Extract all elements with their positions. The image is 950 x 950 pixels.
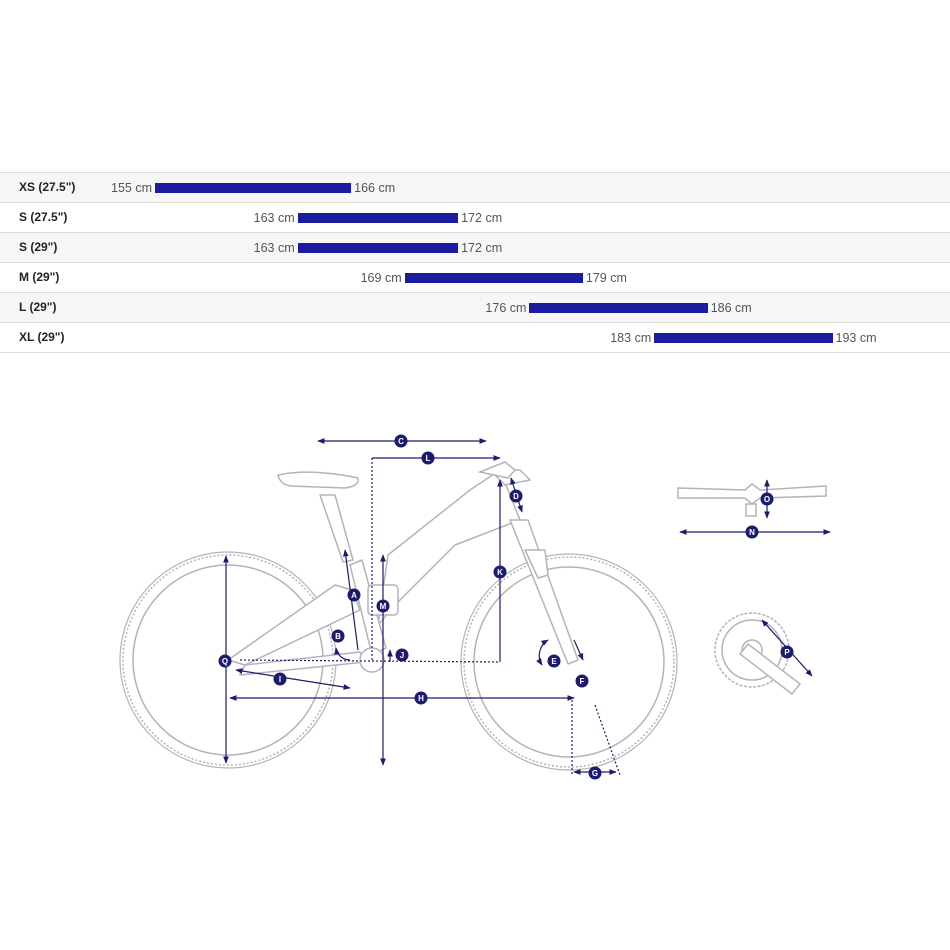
rider-height-min: 176 cm xyxy=(485,301,527,315)
marker-e: E xyxy=(547,654,561,668)
bike-frame xyxy=(227,469,579,676)
marker-label: F xyxy=(580,677,585,686)
marker-label: C xyxy=(398,437,404,446)
marker-label: E xyxy=(551,657,557,666)
rider-height-max: 179 cm xyxy=(585,271,627,285)
handlebar-detail xyxy=(677,479,831,535)
marker-label: A xyxy=(351,591,357,600)
size-row: L (29") 176 cm 186 cm xyxy=(0,292,950,322)
size-label: S (29") xyxy=(19,240,58,254)
marker-label: K xyxy=(497,568,503,577)
rider-height-max: 166 cm xyxy=(354,181,396,195)
marker-l: L xyxy=(421,451,435,465)
marker-label: J xyxy=(400,651,404,660)
rider-height-max: 193 cm xyxy=(835,331,877,345)
size-row: S (29") 163 cm 172 cm xyxy=(0,232,950,262)
geometry-measurements xyxy=(223,438,621,776)
marker-a: A xyxy=(347,588,361,602)
marker-o: O xyxy=(760,492,774,506)
size-row: M (29") 169 cm 179 cm xyxy=(0,262,950,292)
marker-p: P xyxy=(780,645,794,659)
rider-height-max: 186 cm xyxy=(710,301,752,315)
size-row: XS (27.5") 155 cm 166 cm xyxy=(0,172,950,202)
size-label: XS (27.5") xyxy=(19,180,76,194)
marker-label: M xyxy=(380,602,387,611)
rider-height-range-bar xyxy=(297,213,459,223)
rider-height-min: 155 cm xyxy=(111,181,152,195)
rider-height-range-bar xyxy=(404,273,583,283)
rider-height-range-bar xyxy=(297,243,459,253)
marker-j: J xyxy=(395,648,409,662)
marker-label: N xyxy=(749,528,755,537)
marker-m: M xyxy=(376,599,390,613)
rider-height-range-bar xyxy=(529,303,708,313)
marker-n: N xyxy=(745,525,759,539)
marker-b: B xyxy=(331,629,345,643)
marker-i: I xyxy=(273,672,287,686)
size-label: XL (29") xyxy=(19,330,65,344)
rider-height-min: 183 cm xyxy=(610,331,652,345)
rider-height-max: 172 cm xyxy=(461,241,503,255)
marker-label: H xyxy=(418,694,424,703)
marker-h: H xyxy=(414,691,428,705)
rider-height-min: 163 cm xyxy=(253,211,295,225)
marker-q: Q xyxy=(218,654,232,668)
geometry-markers: A B C D E F G H I J K L M N O P Q xyxy=(218,434,794,780)
marker-label: Q xyxy=(222,657,228,666)
rider-height-min: 163 cm xyxy=(253,241,295,255)
rider-height-range-bar xyxy=(155,183,352,193)
marker-label: D xyxy=(513,492,519,501)
marker-label: O xyxy=(764,495,770,504)
rider-size-table: XS (27.5") 155 cm 166 cm S (27.5") 163 cm 172… xyxy=(0,172,950,353)
rider-height-max: 172 cm xyxy=(461,211,503,225)
size-label: L (29") xyxy=(19,300,57,314)
crankset-detail xyxy=(714,612,813,696)
marker-g: G xyxy=(588,766,602,780)
marker-k: K xyxy=(493,565,507,579)
marker-label: B xyxy=(335,632,341,641)
marker-f: F xyxy=(575,674,589,688)
marker-label: I xyxy=(279,675,281,684)
rider-height-range-bar xyxy=(654,333,833,343)
marker-label: G xyxy=(592,769,598,778)
marker-label: P xyxy=(784,648,790,657)
marker-d: D xyxy=(509,489,523,503)
marker-label: L xyxy=(426,454,431,463)
size-row: S (27.5") 163 cm 172 cm xyxy=(0,202,950,232)
size-label: M (29") xyxy=(19,270,60,284)
size-row: XL (29") 183 cm 193 cm xyxy=(0,322,950,353)
rider-height-min: 169 cm xyxy=(360,271,402,285)
size-label: S (27.5") xyxy=(19,210,68,224)
marker-c: C xyxy=(394,434,408,448)
stem xyxy=(477,461,517,479)
